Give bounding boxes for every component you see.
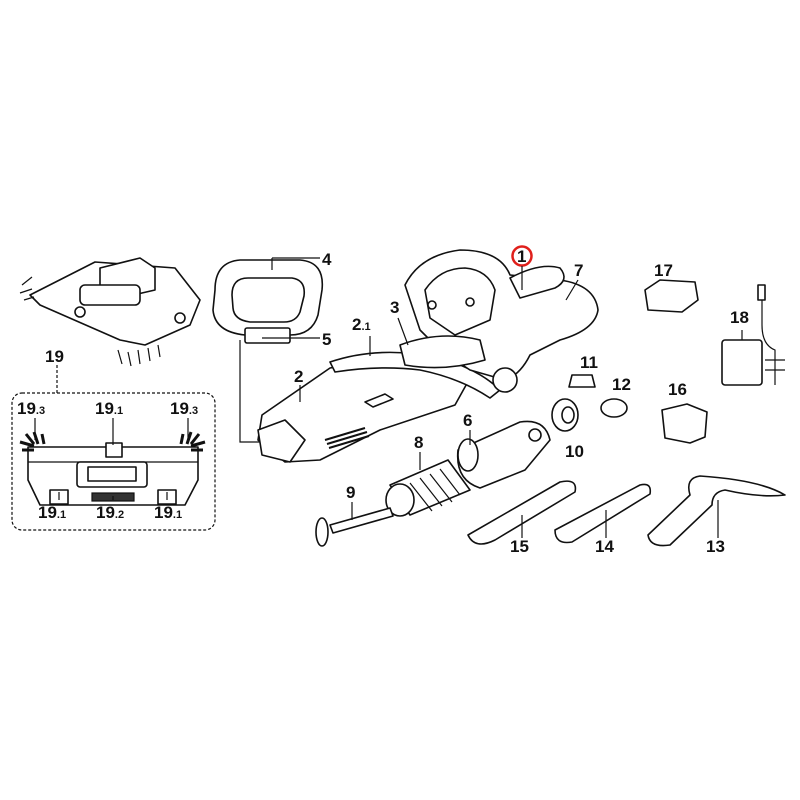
- label-18: 18: [730, 308, 749, 327]
- motor-part-3: [399, 335, 486, 369]
- leader-4: [271, 257, 320, 270]
- brush-underside-view: [19, 418, 206, 506]
- label-15: 15: [510, 537, 529, 556]
- label-19-2: 19.2: [96, 503, 124, 522]
- adapter-part-18: [721, 284, 785, 386]
- label-7: 7: [574, 261, 583, 280]
- label-8: 8: [414, 433, 423, 452]
- clip-part-16: [661, 403, 708, 444]
- label-19: 19: [45, 347, 64, 366]
- label-19-1-bottom-right: 19.1: [154, 503, 182, 522]
- label-19-1-bottom-left: 19.1: [38, 503, 66, 522]
- leader-3: [397, 317, 409, 346]
- label-6: 6: [463, 411, 472, 430]
- cyclone-part-6: [456, 420, 551, 489]
- label-4: 4: [322, 250, 332, 269]
- label-12: 12: [612, 375, 631, 394]
- floor-brush-part-19: [19, 257, 201, 367]
- label-19-3-right: 19.3: [170, 399, 198, 418]
- label-16: 16: [668, 380, 687, 399]
- label-17: 17: [654, 261, 673, 280]
- label-10: 10: [565, 442, 584, 461]
- bent-tool-part-13: [647, 475, 786, 547]
- label-2: 2: [294, 367, 303, 386]
- label-19-1-top: 19.1: [95, 399, 123, 418]
- label-13: 13: [706, 537, 725, 556]
- label-9: 9: [346, 483, 355, 502]
- label-2-1: 2.1: [352, 315, 371, 334]
- extension-tube-part-14: [554, 483, 652, 544]
- inset-box: [11, 392, 216, 531]
- charger-part-17: [644, 279, 699, 313]
- filter-frame-part-4-5: [212, 259, 324, 344]
- label-11: 11: [580, 353, 598, 372]
- collar-part-2-1: [329, 351, 501, 399]
- label-14: 14: [595, 537, 614, 556]
- label-5: 5: [322, 330, 331, 349]
- leader-7: [565, 279, 579, 301]
- label-19-3-left: 19.3: [17, 399, 45, 418]
- part-12: [600, 398, 628, 418]
- filter-part-8: [385, 459, 471, 517]
- part-10-inner: [561, 406, 575, 424]
- part-9: [315, 507, 394, 547]
- label-1: 1: [517, 247, 526, 266]
- part-11: [568, 374, 596, 388]
- label-3: 3: [390, 298, 399, 317]
- leader-4-5-to-body: [239, 340, 262, 443]
- highlight-circle: [511, 245, 533, 267]
- crevice-tool-part-15: [467, 480, 577, 545]
